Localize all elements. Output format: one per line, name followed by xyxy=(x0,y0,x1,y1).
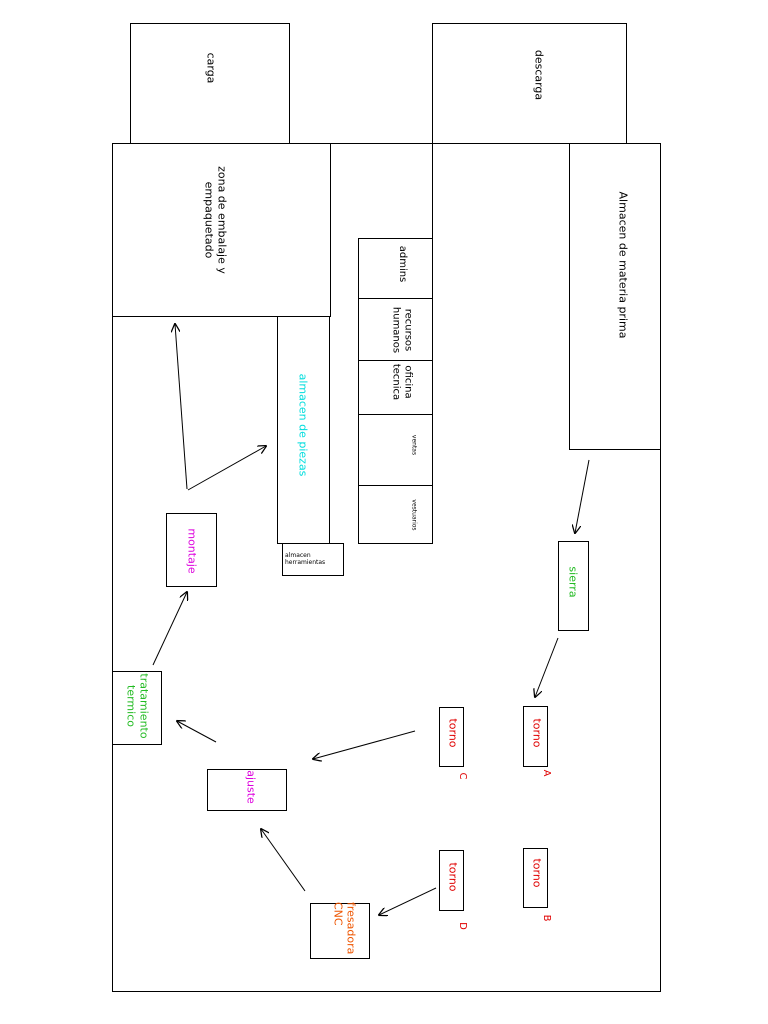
embalaje-zone xyxy=(112,143,331,317)
arrow-torno-c-to-ajuste xyxy=(313,730,416,759)
materia-prima-zone xyxy=(569,143,661,450)
vestuarios-office xyxy=(358,485,433,544)
torno-b-machine xyxy=(523,848,548,908)
arrow-torno-d-to-fresadora xyxy=(379,887,437,915)
arrow-ajuste-to-tratamiento xyxy=(177,721,217,743)
almacen-herramientas-zone xyxy=(282,543,344,576)
tratamiento-station xyxy=(112,671,162,745)
torno-c-machine xyxy=(439,707,464,767)
office-corridor-line xyxy=(432,143,433,238)
fresadora-machine xyxy=(310,903,370,959)
almacen-herramientas-label: almacen herramientas xyxy=(285,552,326,566)
torno-a-machine xyxy=(523,706,548,767)
arrow-materia-to-sierra xyxy=(575,459,590,533)
arrow-fresadora-to-ajuste xyxy=(261,829,306,892)
ajuste-station xyxy=(207,769,287,811)
arrow-tratamiento-to-montaje xyxy=(152,592,187,666)
arrow-sierra-to-torno-a xyxy=(535,637,559,697)
arrow-montaje-to-embalaje xyxy=(175,324,188,490)
montaje-station xyxy=(166,513,217,587)
torno-d-machine xyxy=(439,850,464,911)
plant-outline xyxy=(112,143,661,992)
sierra-machine xyxy=(558,541,589,631)
arrow-montaje-to-piezas xyxy=(187,446,266,491)
